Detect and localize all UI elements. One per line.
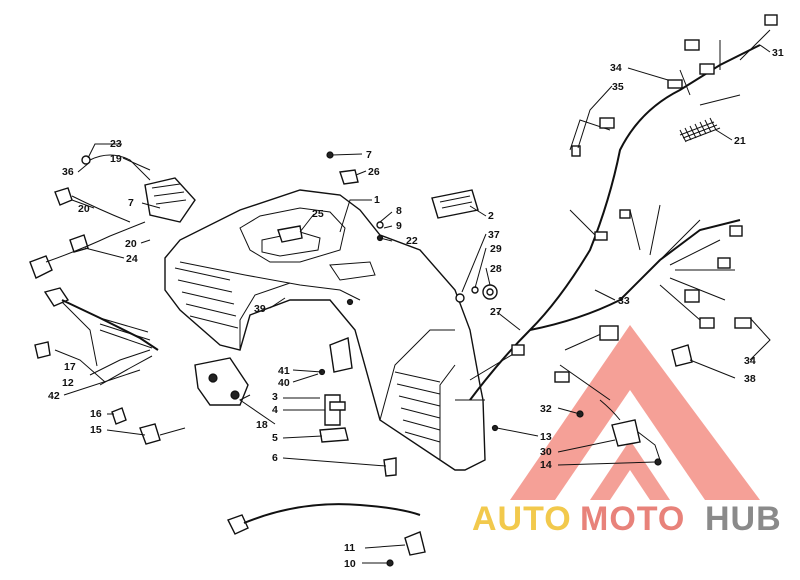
callout-35: 35: [612, 81, 624, 93]
callout-42: 42: [48, 390, 60, 402]
left-connectors: [29, 154, 151, 279]
callout-7-top: 7: [366, 149, 372, 161]
callout-11: 11: [344, 542, 355, 554]
callout-10: 10: [344, 558, 356, 570]
callout-7-left: 7: [128, 197, 134, 209]
wire-loom-spring: [679, 117, 721, 143]
watermark-logo: [510, 325, 760, 500]
callout-22: 22: [406, 235, 418, 247]
callout-34-top: 34: [610, 62, 622, 74]
callout-21: 21: [734, 135, 746, 147]
headlight-bracket: [144, 177, 196, 223]
tail-lens: [194, 357, 249, 406]
bolt-6: [383, 457, 397, 477]
callout-31: 31: [772, 47, 784, 59]
callout-18: 18: [256, 419, 268, 431]
callout-38: 38: [744, 373, 756, 385]
connector-38: [671, 344, 693, 367]
callout-33: 33: [618, 295, 630, 307]
watermark-auto: AUTO: [472, 500, 572, 538]
callout-20-top: 20: [78, 203, 90, 215]
callout-36: 36: [62, 166, 74, 178]
main-wiring-harness: [469, 14, 778, 401]
callout-16: 16: [90, 408, 102, 420]
callout-27: 27: [490, 306, 502, 318]
watermark-hub: HUB: [705, 500, 782, 538]
callout-20-mid: 20: [125, 238, 137, 250]
callout-5: 5: [272, 432, 278, 444]
callout-39: 39: [254, 303, 266, 315]
callout-28: 28: [490, 263, 502, 275]
small-hardware: [277, 151, 499, 432]
callout-26: 26: [368, 166, 380, 178]
leader-lines: [54, 44, 771, 564]
grommets: [455, 284, 498, 303]
callout-4: 4: [272, 404, 278, 416]
callout-25: 25: [312, 208, 324, 220]
callout-3: 3: [272, 391, 278, 403]
toggle-switch: [111, 407, 186, 445]
callout-labels: 1 2 3 4 5 6 7 7 8 9 10 11 12 13 14 15 16…: [48, 47, 784, 570]
callout-34-right: 34: [744, 355, 756, 367]
callout-41: 41: [278, 365, 290, 377]
callout-8: 8: [396, 205, 402, 217]
relay-assembly: [576, 399, 662, 466]
callout-30: 30: [540, 446, 552, 458]
callout-9: 9: [396, 220, 402, 232]
callout-40: 40: [278, 377, 290, 389]
watermark-moto: MOTO: [580, 500, 685, 538]
ignition-cable: [34, 287, 159, 386]
console-housing: [164, 189, 486, 471]
callout-1: 1: [374, 194, 380, 206]
callout-32: 32: [540, 403, 552, 415]
callout-13: 13: [540, 431, 552, 443]
callout-12: 12: [62, 377, 74, 389]
watermark-text: AUTO MOTO HUB: [472, 500, 782, 538]
callout-6: 6: [272, 452, 278, 464]
vent-grille: [431, 189, 479, 219]
callout-17: 17: [64, 361, 76, 373]
callout-37: 37: [488, 229, 500, 241]
callout-2: 2: [488, 210, 494, 222]
ground-cable: [227, 503, 426, 567]
callout-15: 15: [90, 424, 102, 436]
mount-brackets: [318, 337, 353, 443]
callout-14: 14: [540, 459, 552, 471]
callout-29: 29: [490, 243, 502, 255]
callout-19: 19: [110, 153, 122, 165]
callout-24: 24: [126, 253, 138, 265]
callout-23: 23: [110, 138, 122, 150]
